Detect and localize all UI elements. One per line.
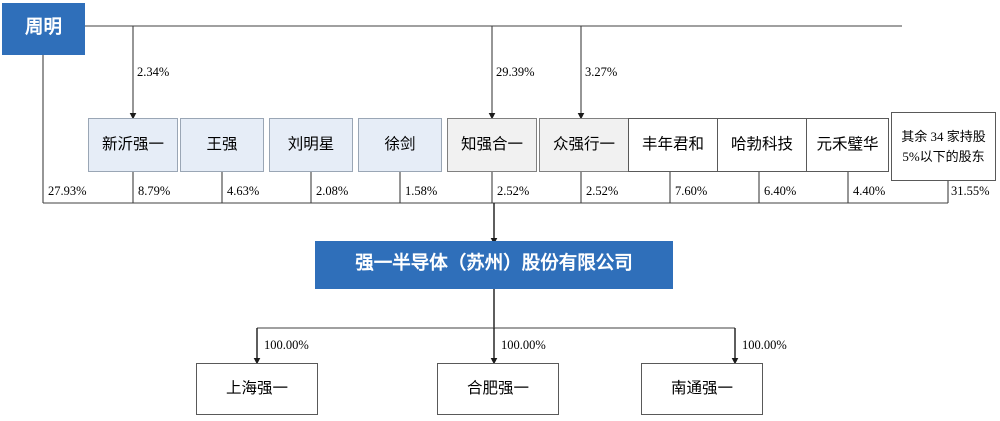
shareholder-box-4[interactable]: 知强合一: [447, 118, 537, 172]
controller-link-percent-2: 3.27%: [585, 65, 618, 79]
shareholder-percent-3: 1.58%: [405, 184, 438, 198]
shareholder-name-3: 徐剑: [384, 136, 416, 154]
shareholder-percent-6: 7.60%: [675, 184, 708, 198]
controller-node[interactable]: 周明: [2, 3, 85, 55]
shareholder-box-9[interactable]: 其余 34 家持股 5%以下的股东: [891, 112, 996, 181]
shareholder-box-6[interactable]: 丰年君和: [628, 118, 718, 172]
subsidiary-name-2: 南通强一: [670, 380, 733, 398]
shareholder-percent-9: 31.55%: [951, 184, 990, 198]
company-node[interactable]: 强一半导体（苏州）股份有限公司: [315, 241, 673, 289]
shareholder-percent-5: 2.52%: [586, 184, 619, 198]
shareholder-percent-1: 4.63%: [227, 184, 260, 198]
subsidiary-box-0[interactable]: 上海强一: [196, 363, 318, 415]
shareholder-name-4: 知强合一: [460, 136, 523, 154]
controller-direct-percent: 27.93%: [48, 184, 87, 198]
shareholder-name-5: 众强行一: [552, 136, 615, 154]
shareholder-percent-8: 4.40%: [853, 184, 886, 198]
shareholder-name-8: 元禾璧华: [816, 136, 879, 154]
controller-link-percent-1: 29.39%: [496, 65, 535, 79]
subsidiary-percent-1: 100.00%: [501, 338, 546, 352]
shareholder-name-0: 新沂强一: [101, 136, 164, 154]
subsidiary-percent-0: 100.00%: [264, 338, 309, 352]
shareholder-percent-2: 2.08%: [316, 184, 349, 198]
shareholder-box-7[interactable]: 哈勃科技: [717, 118, 807, 172]
subsidiary-name-0: 上海强一: [225, 380, 288, 398]
controller-link-percent-0: 2.34%: [137, 65, 170, 79]
shareholder-box-8[interactable]: 元禾璧华: [806, 118, 889, 172]
company-name: 强一半导体（苏州）股份有限公司: [355, 254, 633, 275]
subsidiary-box-2[interactable]: 南通强一: [641, 363, 763, 415]
controller-name: 周明: [24, 18, 62, 39]
shareholder-box-1[interactable]: 王强: [180, 118, 264, 172]
shareholder-box-0[interactable]: 新沂强一: [88, 118, 178, 172]
shareholder-box-3[interactable]: 徐剑: [358, 118, 442, 172]
shareholder-box-2[interactable]: 刘明星: [269, 118, 353, 172]
shareholder-percent-0: 8.79%: [138, 184, 171, 198]
shareholder-name-9-line2: 5%以下的股东: [902, 148, 985, 164]
shareholder-name-6: 丰年君和: [641, 136, 704, 154]
shareholder-name-1: 王强: [206, 136, 238, 154]
shareholder-name-2: 刘明星: [287, 136, 335, 154]
shareholder-percent-7: 6.40%: [764, 184, 797, 198]
shareholder-name-9-line1: 其余 34 家持股: [901, 129, 986, 144]
shareholder-box-5[interactable]: 众强行一: [539, 118, 629, 172]
subsidiary-name-1: 合肥强一: [466, 380, 529, 398]
subsidiary-box-1[interactable]: 合肥强一: [437, 363, 559, 415]
shareholder-name-7: 哈勃科技: [730, 136, 793, 154]
subsidiary-percent-2: 100.00%: [742, 338, 787, 352]
shareholder-percent-4: 2.52%: [497, 184, 530, 198]
